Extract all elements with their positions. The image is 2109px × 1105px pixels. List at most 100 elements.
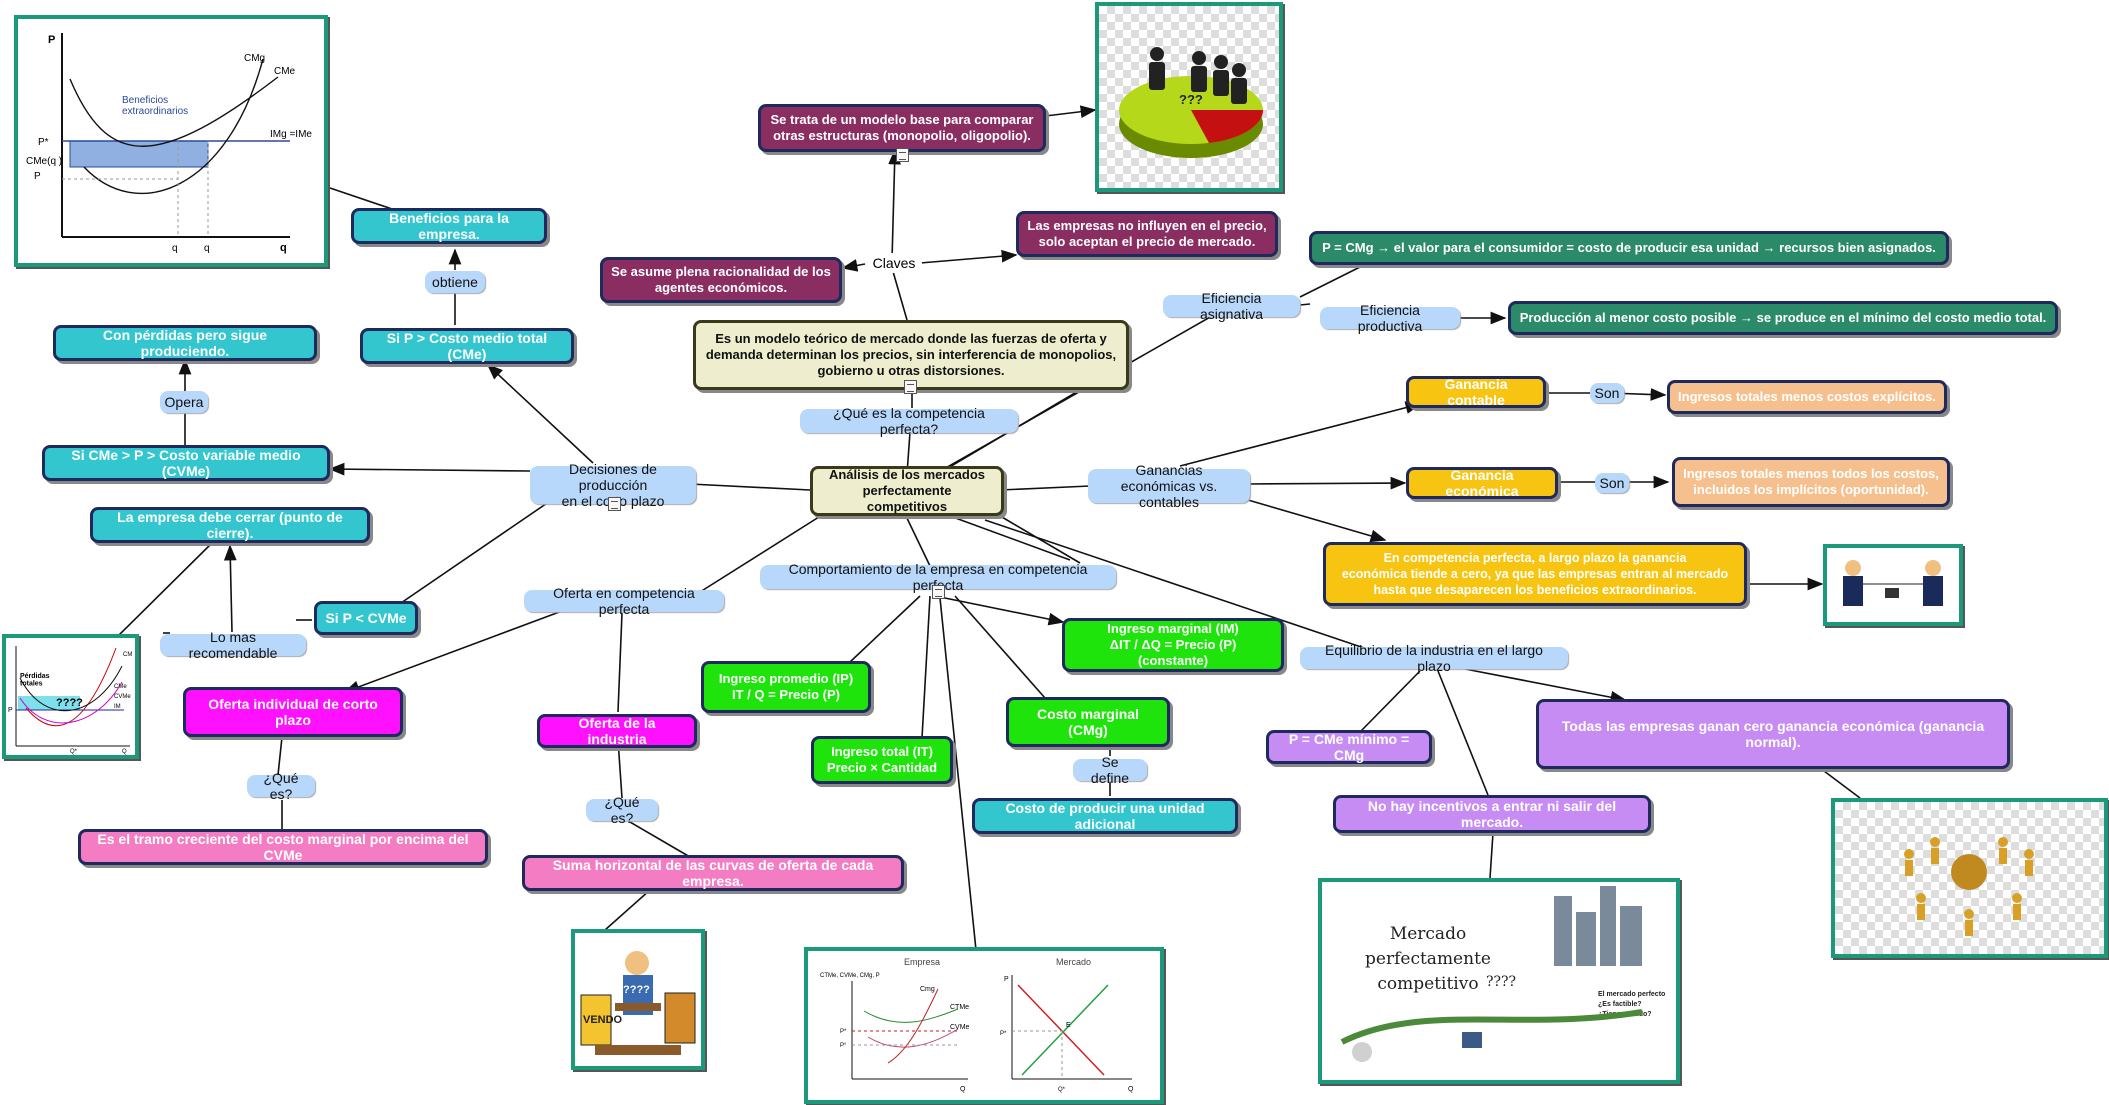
price-takers-box[interactable]: Las empresas no influyen en el precio, s… <box>1016 211 1278 257</box>
rationality-box[interactable]: Se asume plena racionalidad de los agent… <box>600 257 842 303</box>
cvme-label: CVMe <box>114 694 131 700</box>
firm-market-graph: Empresa Mercado CTMe, CVMe, CMg, P Cmg C… <box>804 947 1164 1104</box>
market-p-star-label: P* <box>1000 1031 1007 1037</box>
pie-people-image: ??? <box>1095 2 1283 192</box>
qmin-label: q <box>172 243 178 254</box>
firm-q-label: Q <box>960 1086 966 1093</box>
im-label: IM <box>114 704 121 710</box>
ingreso-total-box[interactable]: Ingreso total (IT) Precio × Cantidad <box>811 736 953 784</box>
pie-question-marks: ??? <box>1179 92 1203 107</box>
qc-label: q <box>204 243 210 254</box>
si-p-cme-box[interactable]: Si P > Costo medio total (CMe) <box>360 328 574 364</box>
vendo-sign: VENDO <box>583 1014 623 1026</box>
e-label: E <box>1066 1022 1071 1029</box>
q-label: Q <box>122 749 127 755</box>
ingreso-promedio-box[interactable]: Ingreso promedio (IP) IT / Q = Precio (P… <box>701 661 871 713</box>
eficiencia-asignativa-label[interactable]: Eficiencia asignativa <box>1163 290 1300 322</box>
note-icon[interactable] <box>608 497 621 511</box>
vendor-question-marks: ???? <box>623 984 650 996</box>
son-label-2[interactable]: Son <box>1595 473 1629 493</box>
cmg-definition-box[interactable]: Costo de producir una unidad adicional <box>972 798 1238 834</box>
perdidas-box[interactable]: Con pérdidas pero sigue produciendo. <box>53 325 317 361</box>
p2-label: P° <box>840 1043 847 1049</box>
businessmen-illustration <box>1843 560 1943 606</box>
vendor-illustration: VENDO ???? <box>575 933 701 1066</box>
cmg-curve-label: CMg <box>244 53 265 64</box>
ingreso-marginal-box[interactable]: Ingreso marginal (IM) ΔIT / ΔQ = Precio … <box>1062 618 1284 672</box>
eficiencia-asignativa-text[interactable]: P = CMg → el valor para el consumidor = … <box>1309 231 1949 265</box>
largo-plazo-box[interactable]: En competencia perfecta, a largo plazo l… <box>1323 542 1747 606</box>
pie-illustration: ??? <box>1119 47 1264 158</box>
cero-ganancia-box[interactable]: Todas las empresas ganan cero ganancia e… <box>1536 699 2010 769</box>
mercado-title: Mercado <box>1056 957 1091 967</box>
equilibrio-condition[interactable]: P = CMe mínimo = CMg <box>1266 730 1432 764</box>
beneficios-box[interactable]: Beneficios para la empresa. <box>351 208 547 244</box>
se-define-label[interactable]: Se define <box>1073 754 1147 786</box>
definition-box[interactable]: Es un modelo teórico de mercado donde la… <box>693 320 1129 390</box>
que-es-label[interactable]: ¿Qué es la competencia perfecta? <box>800 405 1018 437</box>
cm-label: CM <box>123 652 132 658</box>
x-axis-label: q <box>280 242 287 254</box>
globe-illustration <box>1904 837 2034 936</box>
city-illustration <box>1340 886 1643 1062</box>
handshake-image <box>1823 544 1963 626</box>
firm-market-chart: Empresa Mercado CTMe, CVMe, CMg, P Cmg C… <box>820 957 1134 1093</box>
oferta-industria-box[interactable]: Oferta de la industria <box>537 714 697 748</box>
eficiencia-productiva-label[interactable]: Eficiencia productiva <box>1320 302 1460 334</box>
base-model-box[interactable]: Se trata de un modelo base para comparar… <box>758 104 1046 152</box>
poster-question-marks: ???? <box>1486 974 1517 990</box>
si-cme-p-cvme-box[interactable]: Si CMe > P > Costo variable medio (CVMe) <box>42 445 330 481</box>
opera-label[interactable]: Opera <box>160 391 208 413</box>
cmg-label: Cmg <box>920 986 935 993</box>
poster-title: Mercado perfectamente competitivo <box>1365 924 1491 994</box>
claves-label: Claves <box>866 253 922 273</box>
firm-y-label: CTMe, CVMe, CMg, P <box>820 973 880 979</box>
no-incentivos-box[interactable]: No hay incentivos a entrar ni salir del … <box>1333 795 1651 833</box>
p-label: P <box>8 707 13 714</box>
cme-q-label: CMe(q ) <box>26 156 62 167</box>
pmin-label: P <box>34 171 41 182</box>
son-label-1[interactable]: Son <box>1590 383 1624 403</box>
equilibrio-label[interactable]: Equilibrio de la industria en el largo p… <box>1300 642 1568 674</box>
poster-image: Mercado perfectamente competitivo ???? E… <box>1318 878 1680 1084</box>
oferta-industria-def[interactable]: Suma horizontal de las curvas de oferta … <box>522 855 904 891</box>
ctme-label: CTMe <box>950 1004 969 1011</box>
ganancia-economica-box[interactable]: Ganancia económica <box>1406 467 1558 499</box>
recomendable-label[interactable]: Lo mas recomendable <box>160 629 306 661</box>
note-icon[interactable] <box>932 585 945 599</box>
eficiencia-productiva-text[interactable]: Producción al menor costo posible → se p… <box>1508 301 2058 335</box>
vendor-image: VENDO ???? <box>571 929 705 1070</box>
cerrar-box[interactable]: La empresa debe cerrar (punto de cierre)… <box>90 507 370 543</box>
globe-people-image <box>1831 798 2108 958</box>
market-q-label: Q <box>1128 1086 1134 1093</box>
cvme-label: CVMe <box>950 1024 970 1031</box>
ganancias-label[interactable]: Ganancias económicas vs. contables <box>1088 462 1250 510</box>
ganancia-contable-box[interactable]: Ganancia contable <box>1406 376 1546 408</box>
que-es-label-2[interactable]: ¿Qué es? <box>586 794 658 826</box>
empresa-title: Empresa <box>904 957 940 967</box>
qstar-label: Q* <box>70 749 78 755</box>
oferta-individual-box[interactable]: Oferta individual de corto plazo <box>183 687 403 737</box>
obtiene-label[interactable]: obtiene <box>425 271 485 293</box>
q-star-label: Q* <box>1058 1087 1066 1093</box>
si-p-cvme-box[interactable]: Si P < CVMe <box>314 601 418 635</box>
costo-marginal-box[interactable]: Costo marginal (CMg) <box>1006 697 1170 747</box>
oferta-individual-def[interactable]: Es el tramo creciente del costo marginal… <box>78 829 488 865</box>
market-p-label: P <box>1004 976 1009 983</box>
que-es-label-1[interactable]: ¿Qué es? <box>247 770 315 802</box>
note-icon[interactable] <box>896 148 909 162</box>
center-topic[interactable]: Análisis de los mercados perfectamente c… <box>810 466 1004 516</box>
y-axis-label: P <box>48 34 55 46</box>
losses-question-marks: ???? <box>56 697 83 709</box>
ganancia-contable-def[interactable]: Ingresos totales menos costos explícitos… <box>1667 380 1947 414</box>
p-star-label: P* <box>38 137 49 148</box>
oferta-label[interactable]: Oferta en competencia perfecta <box>524 585 724 617</box>
ganancia-economica-def[interactable]: Ingresos totales menos todos los costos,… <box>1672 457 1950 507</box>
note-icon[interactable] <box>904 380 917 394</box>
